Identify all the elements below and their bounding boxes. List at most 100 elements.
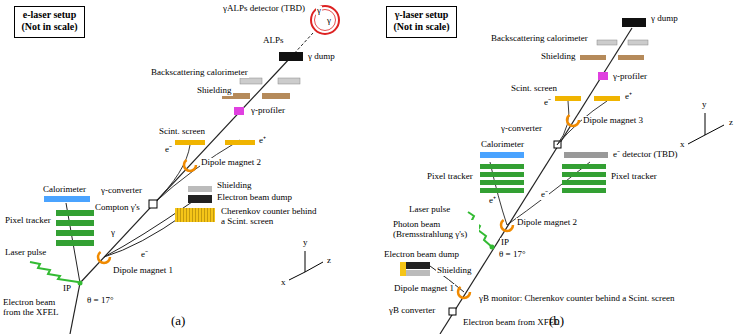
part-label: Photon beam (Bremsstrahlung γ's) <box>392 220 479 240</box>
part-label: γB converter <box>388 306 436 316</box>
part-label: Electron beam dump <box>216 193 293 203</box>
tracker-plane <box>480 164 524 169</box>
shielding-block <box>618 55 644 60</box>
setup-title: (Not in scale) <box>20 21 79 33</box>
setup-title: (Not in scale) <box>392 21 451 33</box>
tracker-plane <box>56 210 94 216</box>
scint-screen <box>555 96 581 101</box>
tracker-plane <box>562 164 606 169</box>
part-label: e⁻ <box>540 190 549 200</box>
part-label: Shielding <box>196 86 233 96</box>
part-label: γ <box>326 16 332 26</box>
setup-title: γ-laser setup <box>392 9 451 21</box>
axis <box>688 135 705 144</box>
backscatter-calorimeter <box>597 40 617 45</box>
gamma-dump <box>279 52 303 61</box>
tracker-plane <box>56 240 94 246</box>
backscatter-calorimeter <box>240 78 262 84</box>
part-label: z <box>326 256 332 266</box>
gamma-converter <box>149 200 157 208</box>
part-label: Pixel tracker <box>4 216 52 226</box>
part-label: θ = 17° <box>86 296 115 306</box>
part-label: γ-converter <box>500 124 543 134</box>
backscatter-calorimeter <box>628 40 648 45</box>
part-label: x <box>679 140 686 150</box>
cherenkov-counter <box>400 262 406 276</box>
tracker-plane <box>56 220 94 226</box>
gamma-converter <box>449 308 456 315</box>
part-label: Shielding <box>436 266 473 276</box>
part-label: Backscattering calorimeter <box>490 34 589 44</box>
tracker-plane <box>562 188 606 193</box>
part-label: Backscattering calorimeter <box>150 68 249 78</box>
part-label: γ <box>316 6 322 16</box>
dipole-magnet <box>184 159 196 171</box>
part-label: Dipole magnet 1 <box>393 284 455 294</box>
axis <box>289 272 305 280</box>
positron-track <box>490 162 507 225</box>
part-label: Pixel tracker <box>426 172 474 182</box>
part-label: γ dump <box>307 52 336 62</box>
scint-screen <box>225 140 255 145</box>
dipole-magnet <box>567 114 579 126</box>
scint-screen <box>594 96 620 101</box>
setup-title-box: γ-laser setup(Not in scale) <box>386 6 457 38</box>
shielding-block <box>188 186 212 192</box>
interaction-point <box>490 245 495 250</box>
part-label: Electron beam dump <box>383 250 460 260</box>
part-label: ALPs <box>262 36 285 46</box>
part-label: e⁻ <box>543 98 552 108</box>
laser-pulse <box>30 262 78 282</box>
part-label: Scint. screen <box>158 127 206 137</box>
electron-track <box>507 162 590 225</box>
part-label: Electron beam from the XFEL <box>2 298 62 318</box>
part-label: Laser pulse <box>408 205 451 215</box>
part-label: γ-converter <box>100 186 143 196</box>
part-label: γ-profiler <box>250 106 286 116</box>
part-label: IP <box>500 238 510 248</box>
shielding-block <box>262 93 290 99</box>
tracker-plane <box>562 172 606 177</box>
part-label: γALPs detector (TBD) <box>222 4 306 14</box>
part-label: e⁻ detector (TBD) <box>612 150 678 160</box>
part-label: Calorimeter <box>480 140 525 150</box>
part-label: y <box>701 100 708 110</box>
part-label: e⁻ <box>164 145 173 155</box>
part-label: γ <box>110 228 116 238</box>
part-label: e⁺ <box>258 136 267 146</box>
part-label: Electron beam from XFEL <box>462 318 561 328</box>
part-label: x <box>280 278 287 288</box>
calorimeter-block <box>480 152 524 158</box>
tracker-plane <box>562 180 606 185</box>
part-label: θ = 17° <box>498 250 527 260</box>
gamma-profiler <box>234 107 244 115</box>
interaction-point <box>78 281 83 286</box>
part-label: Shielding <box>540 52 577 62</box>
beam-dump <box>188 195 212 203</box>
shielding-block <box>406 270 430 276</box>
shielding-block <box>580 55 606 60</box>
gamma-dump <box>622 18 646 27</box>
part-label: Dipole magnet 2 <box>200 158 262 168</box>
cherenkov-counter <box>175 208 215 222</box>
part-label: Shielding <box>216 181 253 191</box>
part-label: Dipole magnet 2 <box>516 218 578 228</box>
scint-screen <box>175 140 205 145</box>
tracker-plane <box>480 188 524 193</box>
part-label: Pixel tracker <box>610 172 658 182</box>
dipole-magnet <box>458 286 470 298</box>
beam-dump <box>406 262 430 269</box>
part-label: γ dump <box>650 14 679 24</box>
setup-title-box: e-laser setup(Not in scale) <box>14 6 85 38</box>
setup-title: e-laser setup <box>20 9 79 21</box>
part-label: Laser pulse <box>4 248 47 258</box>
part-label: z <box>728 118 734 128</box>
electron-detector <box>564 152 608 158</box>
part-label: y <box>302 238 309 248</box>
tracker-plane <box>480 180 524 185</box>
tracker-plane <box>480 172 524 177</box>
dipole-magnet <box>501 219 513 231</box>
part-label: e⁺ <box>624 92 633 102</box>
part-label: γB monitor: Cherenkov counter behind a S… <box>478 294 675 304</box>
